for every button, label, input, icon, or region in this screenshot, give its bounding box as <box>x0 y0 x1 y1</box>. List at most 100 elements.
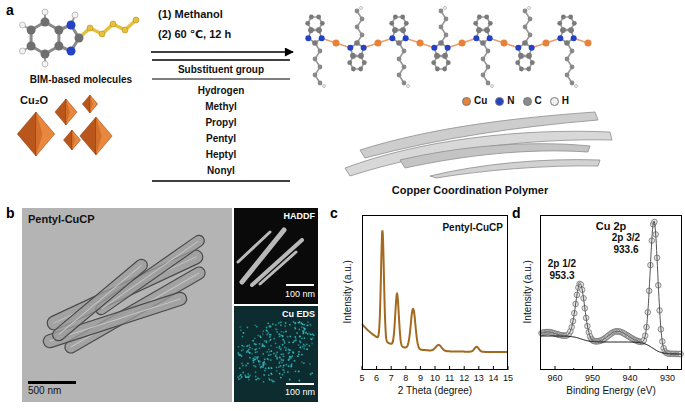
eds-dot <box>263 365 265 367</box>
cu2o-crystal <box>17 112 54 156</box>
hydrogen-atom <box>528 7 531 10</box>
eds-dot <box>288 349 290 351</box>
panel-letter: d <box>512 205 521 221</box>
nitrogen-atom <box>361 45 367 51</box>
reactant-molecule: BIM-based molecules <box>12 4 150 90</box>
eds-dot <box>312 333 314 335</box>
eds-dot <box>306 324 308 326</box>
eds-dot <box>237 352 239 354</box>
eds-dot <box>256 358 258 360</box>
eds-dot <box>269 336 271 338</box>
eds-dot <box>303 348 305 350</box>
eds-dot <box>241 345 243 347</box>
eds-dot <box>284 325 286 327</box>
eds-dot <box>299 340 301 342</box>
eds-dot <box>310 373 312 375</box>
tick-label: 15 <box>503 373 513 383</box>
carbon-atom <box>400 28 406 34</box>
table-header: Substituent group <box>178 64 264 76</box>
eds-dot <box>268 374 270 376</box>
table-rule <box>152 59 290 61</box>
carbon-atom <box>568 15 573 20</box>
eds-dot <box>241 355 243 357</box>
eds-dot <box>268 359 270 361</box>
tick-label: 11 <box>445 373 454 383</box>
eds-dot <box>309 363 311 365</box>
carbon-atom <box>560 28 566 34</box>
polymer-chain <box>305 7 591 88</box>
eds-dot <box>275 324 277 326</box>
nitrogen-atom <box>557 35 563 41</box>
cu2o-crystal <box>80 117 112 155</box>
carbon-atom <box>486 65 491 70</box>
eds-dot <box>268 349 270 351</box>
eds-dot <box>298 322 300 324</box>
carbon-atom <box>484 28 490 34</box>
tick-label: 10 <box>430 373 440 383</box>
hydrogen-atom <box>323 85 326 88</box>
crystal-face <box>80 117 96 155</box>
eds-dot <box>268 354 270 356</box>
carbon-atom <box>439 9 444 14</box>
eds-dot <box>252 358 254 360</box>
reaction-condition: (2) 60 ℃, 12 h <box>158 28 231 41</box>
eds-dot <box>253 362 255 364</box>
eds-dot <box>294 360 296 362</box>
carbon-atom <box>309 15 314 20</box>
eds-dot <box>276 331 278 333</box>
tick-label: 12 <box>459 373 469 383</box>
eds-dot <box>287 336 289 338</box>
eds-dot <box>264 370 266 372</box>
table-rule <box>152 79 290 80</box>
tick-label: 9 <box>418 373 423 383</box>
hydrogen-atom <box>444 7 447 10</box>
eds-dot <box>267 322 269 324</box>
sample-label: Pentyl-CuCP <box>442 222 503 234</box>
eds-dot <box>244 375 246 377</box>
eds-dot <box>246 327 248 329</box>
tick-label: 6 <box>374 373 379 383</box>
carbon-atom <box>484 15 489 20</box>
scale-bar <box>28 381 76 384</box>
alkyl-atom <box>110 21 116 27</box>
eds-dot <box>280 365 282 367</box>
eds-dot <box>282 369 284 371</box>
tick-label: 13 <box>474 373 484 383</box>
eds-dot <box>287 371 289 373</box>
tick-label: 960 <box>547 373 562 383</box>
eds-dot <box>270 359 272 361</box>
nitrogen-atom <box>319 35 325 41</box>
eds-dot <box>266 334 268 336</box>
nitrogen-atom <box>431 45 437 51</box>
nitrogen-atom <box>445 45 451 51</box>
eds-dot <box>268 332 270 334</box>
chart-title: Cu 2p <box>596 220 627 233</box>
eds-dot <box>243 332 245 334</box>
eds-dot <box>276 351 278 353</box>
eds-dot <box>290 366 292 368</box>
eds-dot <box>254 324 256 326</box>
eds-dot <box>304 337 306 339</box>
hydrogen-atom <box>20 48 26 54</box>
eds-dot <box>262 343 264 345</box>
eds-dot <box>246 345 248 347</box>
eds-dot <box>282 359 284 361</box>
copper-atom <box>501 40 508 47</box>
eds-dot <box>254 343 256 345</box>
eds-dot <box>282 344 284 346</box>
image-mode-label: HADDF <box>284 211 316 221</box>
carbon-atom <box>528 17 533 22</box>
copper-atom <box>585 40 592 47</box>
cu2o-crystal <box>64 130 81 150</box>
carbon-atom <box>392 28 398 34</box>
carbon-atom <box>41 50 50 59</box>
carbon-atom <box>320 21 325 26</box>
carbon-atom <box>400 15 405 20</box>
eds-dot <box>276 346 278 348</box>
haddf-fiber <box>238 232 270 262</box>
product-label: Copper Coordination Polymer <box>392 184 548 197</box>
eds-dot <box>275 342 277 344</box>
nanotube <box>94 233 207 317</box>
crystal-face <box>36 112 43 156</box>
xrd-curve <box>362 230 508 352</box>
